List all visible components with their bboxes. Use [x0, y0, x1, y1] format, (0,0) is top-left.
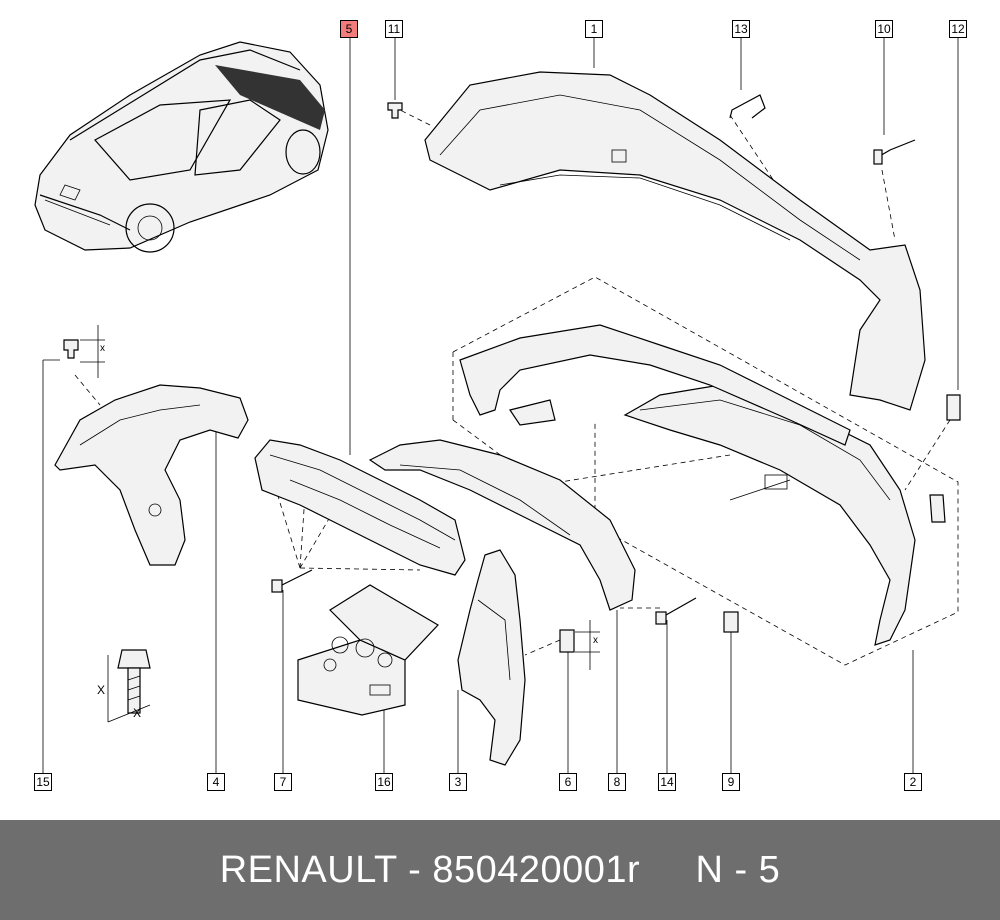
- callout-5-highlighted[interactable]: 5: [340, 20, 358, 38]
- callout-12[interactable]: 12: [949, 20, 967, 38]
- callout-7[interactable]: 7: [274, 773, 292, 791]
- leader-lines: [42, 36, 959, 774]
- callout-2[interactable]: 2: [904, 773, 922, 791]
- callout-8[interactable]: 8: [608, 773, 626, 791]
- callout-3[interactable]: 3: [449, 773, 467, 791]
- part-16-fastener-kit: [297, 584, 439, 716]
- callout-11[interactable]: 11: [385, 20, 403, 38]
- footer-bar: RENAULT - 850420001r N - 5: [0, 820, 1000, 920]
- dimension-mark-bolt-vertical: X: [97, 683, 106, 697]
- callout-1[interactable]: 1: [585, 20, 603, 38]
- footer-part-number: RENAULT - 850420001r N - 5: [219, 848, 781, 891]
- callout-6[interactable]: 6: [559, 773, 577, 791]
- diagram-drawing: [34, 36, 961, 774]
- callout-16[interactable]: 16: [375, 773, 393, 791]
- part-4-left-bracket: [54, 384, 249, 566]
- callout-13[interactable]: 13: [732, 20, 750, 38]
- callout-9[interactable]: 9: [722, 773, 740, 791]
- callout-4[interactable]: 4: [207, 773, 225, 791]
- parts-diagram: x x X X 1 2 3 4 5 6 7 8 9 10 11 12 13 14…: [34, 20, 967, 791]
- callout-10[interactable]: 10: [875, 20, 893, 38]
- part-8-bumper-strip: [368, 439, 636, 611]
- dimension-mark-middle: x: [593, 635, 598, 646]
- part-3-side-bracket: [457, 549, 526, 766]
- fasteners: [63, 94, 961, 723]
- callout-14[interactable]: 14: [658, 773, 676, 791]
- dimension-mark-bolt-horizontal: X: [133, 706, 142, 720]
- part-2-lower-bumper: [623, 384, 916, 646]
- callout-15[interactable]: 15: [34, 773, 52, 791]
- part-5-absorber-beam: [254, 439, 466, 576]
- car-illustration: [34, 41, 329, 253]
- dimension-mark-top-left: x: [100, 343, 105, 354]
- bumper-support-strip: [459, 324, 851, 446]
- part-1-bumper-cover: [424, 71, 926, 411]
